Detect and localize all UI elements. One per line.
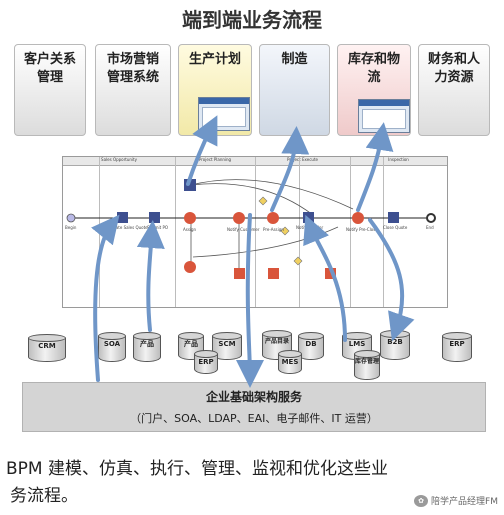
task-label: Close Quote [383, 225, 408, 230]
event-node [352, 212, 364, 224]
chat-bubble-icon: ✿ [414, 494, 429, 507]
infrastructure-subtitle: （门户、SOA、LDAP、EAI、电子邮件、IT 运营） [130, 412, 378, 425]
database-icon: MES [278, 350, 302, 374]
task-node [117, 212, 128, 223]
system-label: 客户关系管理 [23, 52, 76, 85]
system-finance-hr: 财务和人力资源 [418, 44, 490, 136]
database-icon: CRM [28, 334, 66, 362]
screenshot-thumbnail [358, 99, 410, 133]
database-icon: 产品 [133, 332, 161, 362]
task-label: Notify Pre-Close [346, 227, 378, 232]
event-node [184, 212, 196, 224]
system-label: 库存和物流 [347, 52, 400, 85]
database-label: ERP [198, 358, 214, 366]
database-label: 产品 [184, 340, 198, 348]
infrastructure-services-bar: 企业基础架构服务 （门户、SOA、LDAP、EAI、电子邮件、IT 运营） [22, 382, 486, 432]
summary-line: BPM 建模、仿真、执行、管理、监视和优化这些业 [6, 459, 388, 479]
task-node [388, 212, 399, 223]
task-node [184, 179, 196, 191]
task-label: Assign [183, 227, 197, 232]
screenshot-thumbnail [198, 97, 250, 131]
task-node [303, 212, 314, 223]
system-manufacturing: 制造 [259, 44, 330, 136]
database-label: MES [281, 358, 299, 366]
database-icon: 产品目录 [262, 330, 292, 360]
system-label: 市场营销管理系统 [106, 52, 159, 85]
database-label: LMS [348, 340, 366, 348]
system-inventory-logistics: 库存和物流 [337, 44, 411, 136]
lane-header: Inspection [350, 157, 447, 166]
system-label: 制造 [281, 52, 308, 67]
database-icon: ERP [194, 350, 218, 374]
database-label: SCM [218, 340, 236, 348]
database-label: 库存管理 [354, 358, 379, 365]
lane-header: Project Planning [175, 157, 255, 166]
database-icon: ERP [442, 332, 472, 362]
database-icon: 库存管理 [354, 350, 380, 380]
system-label: 财务和人力资源 [427, 52, 480, 85]
start-label: Begin [65, 225, 77, 230]
lane-header: Project Execute [255, 157, 350, 166]
task-label: Notify Customer [227, 227, 260, 232]
database-label: 产品 [140, 340, 154, 348]
process-flow [66, 179, 436, 279]
database-icon: 产品 [178, 332, 204, 360]
event-node [268, 268, 279, 279]
summary-line: 务流程。 [10, 486, 78, 506]
watermark: ✿ 陪学产品经理FM [414, 494, 498, 507]
infrastructure-title: 企业基础架构服务 [205, 390, 302, 404]
database-label: CRM [38, 342, 56, 350]
summary-text: BPM 建模、仿真、执行、管理、监视和优化这些业 务流程。 [6, 456, 504, 510]
database-label: B2B [387, 338, 403, 346]
database-label: ERP [449, 340, 465, 348]
database-label: SOA [103, 340, 121, 348]
database-icon: B2B [380, 330, 410, 360]
end-event [426, 213, 436, 223]
task-node [149, 212, 160, 223]
process-map: Sales Opportunity Project Planning Proje… [62, 156, 448, 308]
system-production-planning: 生产计划 [178, 44, 252, 136]
event-node [184, 261, 196, 273]
event-node [325, 268, 336, 279]
event-node [234, 268, 245, 279]
system-marketing: 市场营销管理系统 [95, 44, 171, 136]
event-node [267, 212, 279, 224]
diagram-title: 端到端业务流程 [182, 8, 322, 32]
database-icon: SOA [98, 332, 126, 362]
task-label: Create Sales Quote [109, 225, 148, 230]
system-crm: 客户关系管理 [14, 44, 86, 136]
task-label: Notify Vendor [296, 225, 324, 230]
start-event [66, 213, 76, 223]
event-node [233, 212, 245, 224]
task-label: Submit PO [147, 225, 169, 230]
database-label: DB [305, 340, 317, 348]
system-label: 生产计划 [188, 52, 241, 67]
task-label: Pre-Assign [263, 227, 284, 232]
database-icon: SCM [212, 332, 242, 360]
end-label: End [426, 225, 434, 230]
lane-header: Sales Opportunity [63, 157, 175, 166]
watermark-text: 陪学产品经理FM [431, 497, 498, 507]
database-label: 产品目录 [264, 338, 289, 345]
